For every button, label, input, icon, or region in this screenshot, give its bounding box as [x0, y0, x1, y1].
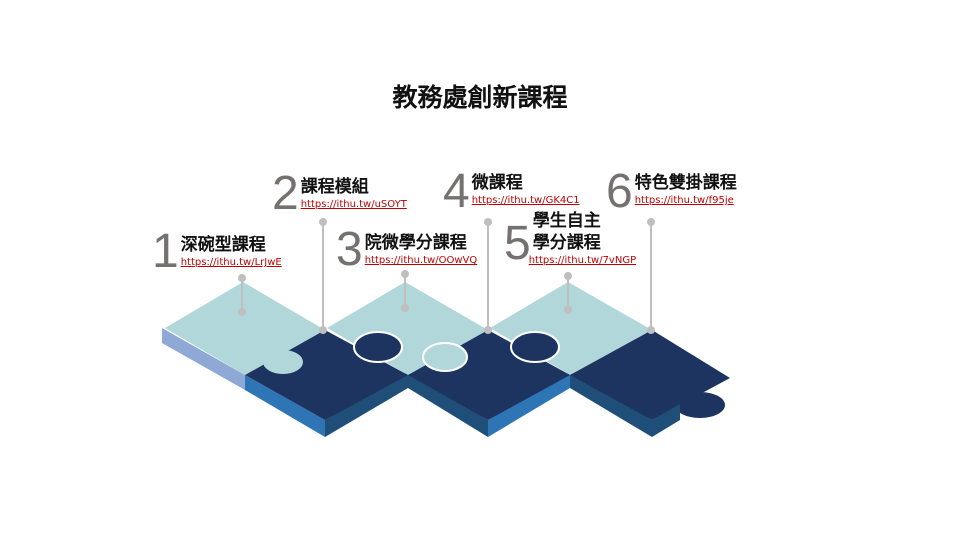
tab — [510, 331, 560, 363]
item-2: 2 課程模組 https://ithu.tw/uSOYT — [272, 167, 407, 220]
item-1: 1 深碗型課程 https://ithu.tw/LrJwE — [152, 225, 282, 278]
piece-6-side-left — [570, 372, 652, 437]
item-link[interactable]: https://ithu.tw/OOwVQ — [364, 255, 478, 266]
item-label-line2: 學分課程 — [532, 233, 601, 253]
item-link[interactable]: https://ithu.tw/f95je — [634, 195, 734, 206]
page-title: 教務處創新課程 — [392, 83, 568, 112]
piece-2-side-right — [325, 372, 408, 437]
item-number: 3 — [336, 223, 363, 276]
piece-4-side-left — [408, 372, 488, 437]
tab — [675, 392, 725, 418]
piece-4-side-right — [488, 372, 570, 437]
item-label: 院微學分課程 — [364, 233, 467, 253]
piece-2-side-left — [245, 375, 325, 437]
item-link[interactable]: https://ithu.tw/7vNGP — [528, 255, 637, 266]
tab — [353, 331, 403, 363]
item-5: 5 學生自主 學分課程 https://ithu.tw/7vNGP — [504, 211, 637, 270]
tab — [263, 350, 303, 374]
tab — [422, 342, 468, 372]
item-number: 6 — [606, 165, 633, 218]
item-4: 4 微課程 https://ithu.tw/GK4C1 — [443, 165, 580, 218]
item-link[interactable]: https://ithu.tw/LrJwE — [180, 257, 282, 268]
item-3: 3 院微學分課程 https://ithu.tw/OOwVQ — [336, 223, 478, 276]
item-label: 微課程 — [471, 173, 523, 193]
item-label: 學生自主 — [532, 211, 601, 231]
item-number: 1 — [152, 225, 179, 278]
item-6: 6 特色雙掛課程 https://ithu.tw/f95je — [606, 165, 737, 218]
item-label: 深碗型課程 — [180, 235, 266, 255]
item-label: 特色雙掛課程 — [634, 173, 737, 193]
item-number: 5 — [504, 217, 531, 270]
item-number: 2 — [272, 167, 299, 220]
piece-1-side — [162, 328, 245, 390]
item-link[interactable]: https://ithu.tw/GK4C1 — [471, 195, 580, 206]
item-link[interactable]: https://ithu.tw/uSOYT — [300, 199, 407, 210]
item-label: 課程模組 — [300, 177, 369, 197]
item-number: 4 — [443, 165, 470, 218]
